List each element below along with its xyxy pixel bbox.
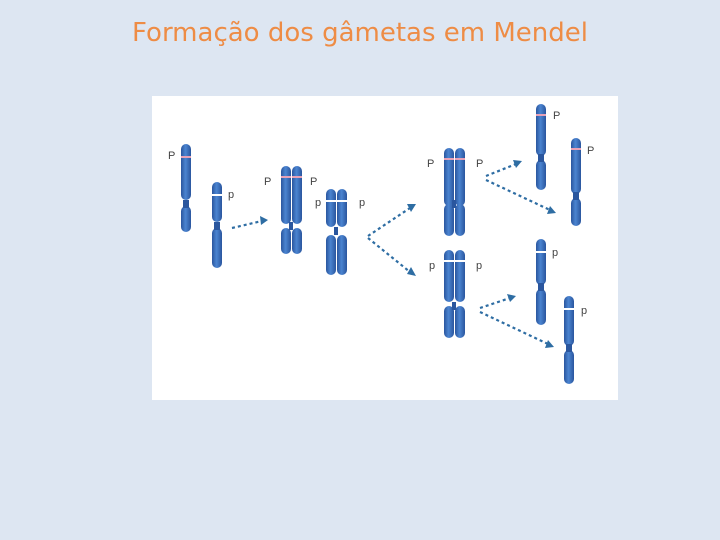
daughter-cell-dominant (444, 148, 465, 236)
arrow-duplication (231, 216, 268, 230)
label-dup-dominant-left: P (264, 176, 271, 188)
label-gamete-dominant-2: P (587, 145, 594, 157)
arrow-gamete-top-2 (485, 179, 556, 214)
label-dup-recessive-left: p (315, 197, 321, 209)
duplicated-chromosome-dominant (281, 166, 302, 254)
gamete-recessive-2 (564, 296, 574, 384)
arrow-gamete-top-1 (485, 160, 522, 178)
label-daughter-recessive-left: p (429, 260, 435, 272)
arrow-division-1-up (367, 204, 416, 237)
label-parent-dominant: P (168, 150, 175, 162)
label-daughter-dominant-left: P (427, 158, 434, 170)
label-daughter-recessive-right: p (476, 260, 482, 272)
label-parent-recessive: p (228, 189, 234, 201)
parent-chromosome-dominant (181, 144, 191, 232)
label-dup-dominant-right: P (310, 176, 317, 188)
label-daughter-dominant-right: P (476, 158, 483, 170)
label-gamete-dominant-1: P (553, 110, 560, 122)
label-dup-recessive-right: p (359, 197, 365, 209)
arrow-division-1-down (367, 237, 416, 276)
gamete-dominant-2 (571, 138, 581, 226)
arrow-gamete-bottom-2 (479, 311, 554, 348)
parent-chromosome-recessive (212, 182, 222, 268)
arrow-gamete-bottom-1 (479, 294, 516, 310)
meiosis-diagram: P p P P (152, 96, 618, 400)
duplicated-chromosome-recessive (326, 189, 347, 275)
daughter-cell-recessive (444, 250, 465, 338)
gamete-dominant-1 (536, 104, 546, 190)
gamete-recessive-1 (536, 239, 546, 325)
label-gamete-recessive-1: p (552, 247, 558, 259)
label-gamete-recessive-2: p (581, 305, 587, 317)
slide-title: Formação dos gâmetas em Mendel (132, 18, 588, 48)
diagram-canvas: P p P P (168, 104, 594, 384)
